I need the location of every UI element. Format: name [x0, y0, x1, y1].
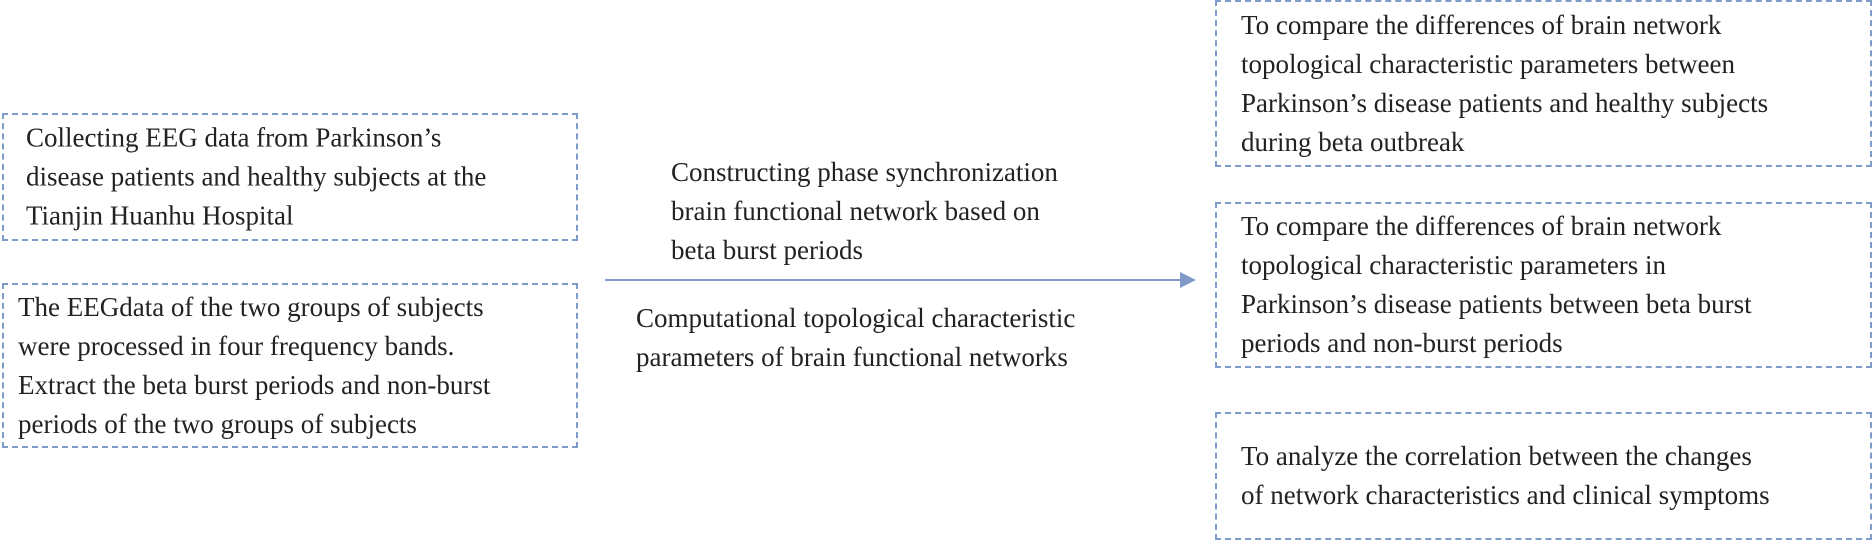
- text-line: disease patients and healthy subjects at…: [26, 161, 487, 192]
- text-line: brain functional network based on: [671, 196, 1040, 226]
- right-box-compare-periods-text: To compare the differences of brain netw…: [1241, 207, 1848, 363]
- right-box-correlation: To analyze the correlation between the c…: [1215, 412, 1872, 540]
- text-line: To compare the differences of brain netw…: [1241, 9, 1722, 40]
- text-line: Constructing phase synchronization: [671, 157, 1058, 187]
- right-box-compare-groups-text: To compare the differences of brain netw…: [1241, 6, 1848, 162]
- text-line: Parkinson’s disease patients and healthy…: [1241, 87, 1769, 118]
- right-box-compare-periods: To compare the differences of brain netw…: [1215, 202, 1872, 368]
- left-box-eeg-processing: The EEGdata of the two groups of subject…: [2, 283, 578, 448]
- text-line: beta burst periods: [671, 235, 863, 265]
- left-box-eeg-processing-text: The EEGdata of the two groups of subject…: [18, 288, 556, 444]
- text-line: Parkinson’s disease patients between bet…: [1241, 289, 1752, 319]
- text-line: The EEGdata of the two groups of subject…: [18, 291, 484, 322]
- flow-arrow-head: [1180, 272, 1196, 288]
- text-line: Computational topological characteristic: [636, 303, 1076, 333]
- left-box-eeg-collection-text: Collecting EEG data from Parkinson’s dis…: [26, 119, 556, 236]
- text-line: Tianjin Huanhu Hospital: [26, 200, 294, 231]
- text-line: Collecting EEG data from Parkinson’s: [26, 122, 442, 153]
- text-line: topological characteristic parameters be…: [1241, 48, 1736, 79]
- text-line: To analyze the correlation between the c…: [1241, 441, 1752, 471]
- center-label-topology-computation: Computational topological characteristic…: [636, 299, 1075, 377]
- text-line: topological characteristic parameters in: [1241, 250, 1667, 280]
- flow-arrow: [605, 272, 1196, 288]
- text-line: of network characteristics and clinical …: [1241, 480, 1770, 510]
- text-line: To compare the differences of brain netw…: [1241, 211, 1722, 241]
- text-line: during beta outbreak: [1241, 126, 1465, 157]
- center-label-network-construction: Constructing phase synchronization brain…: [671, 153, 1058, 270]
- text-line: periods of the two groups of subjects: [18, 408, 417, 439]
- text-line: periods and non-burst periods: [1241, 328, 1563, 358]
- text-line: parameters of brain functional networks: [636, 342, 1068, 372]
- left-box-eeg-collection: Collecting EEG data from Parkinson’s dis…: [2, 113, 578, 241]
- text-line: Extract the beta burst periods and non-b…: [18, 369, 491, 400]
- right-box-compare-groups: To compare the differences of brain netw…: [1215, 0, 1872, 167]
- right-box-correlation-text: To analyze the correlation between the c…: [1241, 437, 1848, 515]
- text-line: were processed in four frequency bands.: [18, 330, 455, 361]
